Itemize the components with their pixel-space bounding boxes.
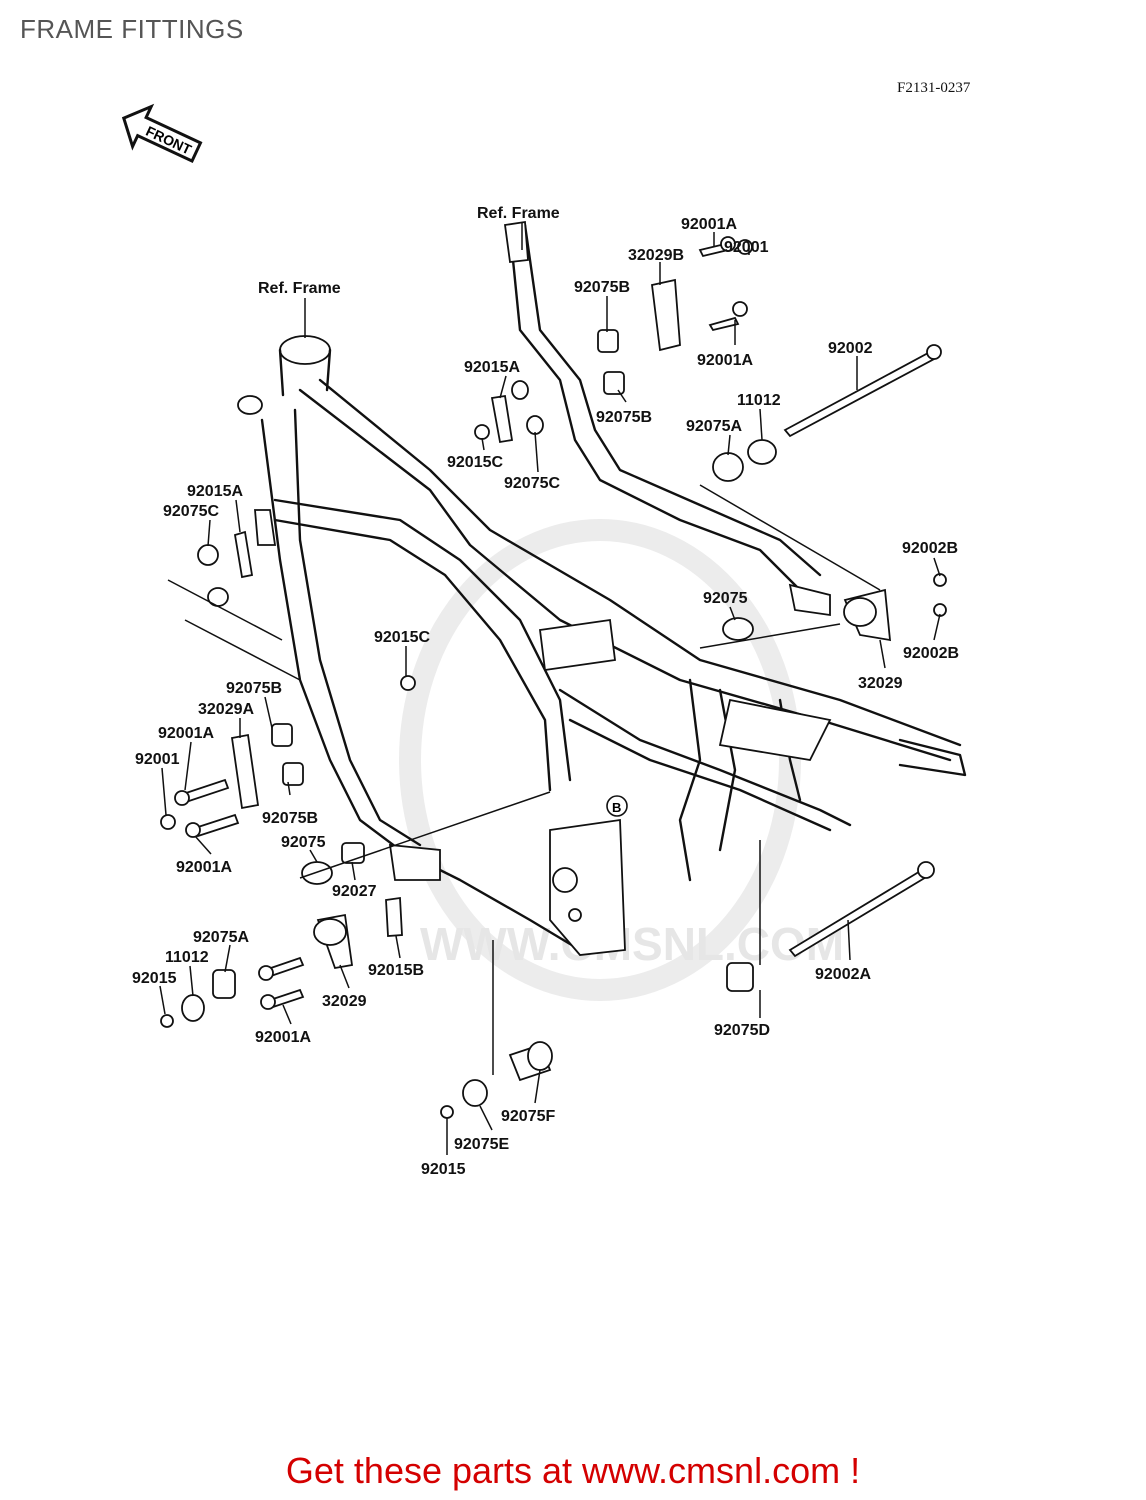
callout-92015c: 92015C xyxy=(374,629,430,646)
callout-92002: 92002 xyxy=(828,340,873,357)
callout-92075b: 92075B xyxy=(574,279,630,296)
callout-32029a: 32029A xyxy=(198,701,254,718)
callout-92001a: 92001A xyxy=(255,1029,311,1046)
callout-92002b: 92002B xyxy=(903,645,959,662)
watermark-text: WWW.CMSNL.COM xyxy=(420,918,844,970)
callout-92002b: 92002B xyxy=(902,540,958,557)
callout-32029b: 32029B xyxy=(628,247,684,264)
callout-92075a: 92075A xyxy=(193,929,249,946)
callout-92075c: 92075C xyxy=(163,503,219,520)
marker-b-icon xyxy=(606,795,628,817)
callout-92075d: 92075D xyxy=(714,1022,770,1039)
callout-11012: 11012 xyxy=(165,949,209,966)
callout-92075b: 92075B xyxy=(262,810,318,827)
callout-92015: 92015 xyxy=(132,970,177,987)
callout-92075b: 92075B xyxy=(226,680,282,697)
callout-92015: 92015 xyxy=(421,1161,466,1178)
page-title: FRAME FITTINGS xyxy=(20,14,244,44)
callout-92002a: 92002A xyxy=(815,966,871,983)
callout-92001a: 92001A xyxy=(697,352,753,369)
callout-92027: 92027 xyxy=(332,883,377,900)
callout-92075c: 92075C xyxy=(504,475,560,492)
callout-ref-frame-left: Ref. Frame xyxy=(258,280,341,297)
callout-92015c: 92015C xyxy=(447,454,503,471)
callout-92001: 92001 xyxy=(724,239,769,256)
callout-labels: Ref. Frame Ref. Frame 92001A 92001 32029… xyxy=(132,205,959,1178)
main-frame xyxy=(237,335,967,956)
callout-92075e: 92075E xyxy=(454,1136,509,1153)
footer-cta-link[interactable]: Get these parts at www.cmsnl.com ! xyxy=(285,1450,861,1491)
callout-92001a: 92001A xyxy=(176,859,232,876)
callout-92015b: 92015B xyxy=(368,962,424,979)
callout-92001a: 92001A xyxy=(158,725,214,742)
callout-92015a: 92015A xyxy=(187,483,243,500)
callout-92001a: 92001A xyxy=(681,216,737,233)
diagram-code: F2131-0237 xyxy=(897,80,971,96)
callout-92075: 92075 xyxy=(281,834,326,851)
callout-11012: 11012 xyxy=(737,392,781,409)
callout-ref-frame-top: Ref. Frame xyxy=(477,205,560,222)
watermark: WWW.CMSNL.COM xyxy=(399,519,844,1001)
callout-92001: 92001 xyxy=(135,751,180,768)
front-arrow-icon: FRONT xyxy=(121,103,203,163)
callout-32029: 32029 xyxy=(322,993,367,1010)
callout-92075: 92075 xyxy=(703,590,748,607)
callout-92015a: 92015A xyxy=(464,359,520,376)
leader-lines xyxy=(159,222,941,1155)
callout-92075f: 92075F xyxy=(501,1108,555,1125)
callout-92075b: 92075B xyxy=(596,409,652,426)
marker-b-label: B xyxy=(612,800,621,815)
fasteners: B xyxy=(160,236,947,1119)
callout-32029: 32029 xyxy=(858,675,903,692)
callout-92075a: 92075A xyxy=(686,418,742,435)
